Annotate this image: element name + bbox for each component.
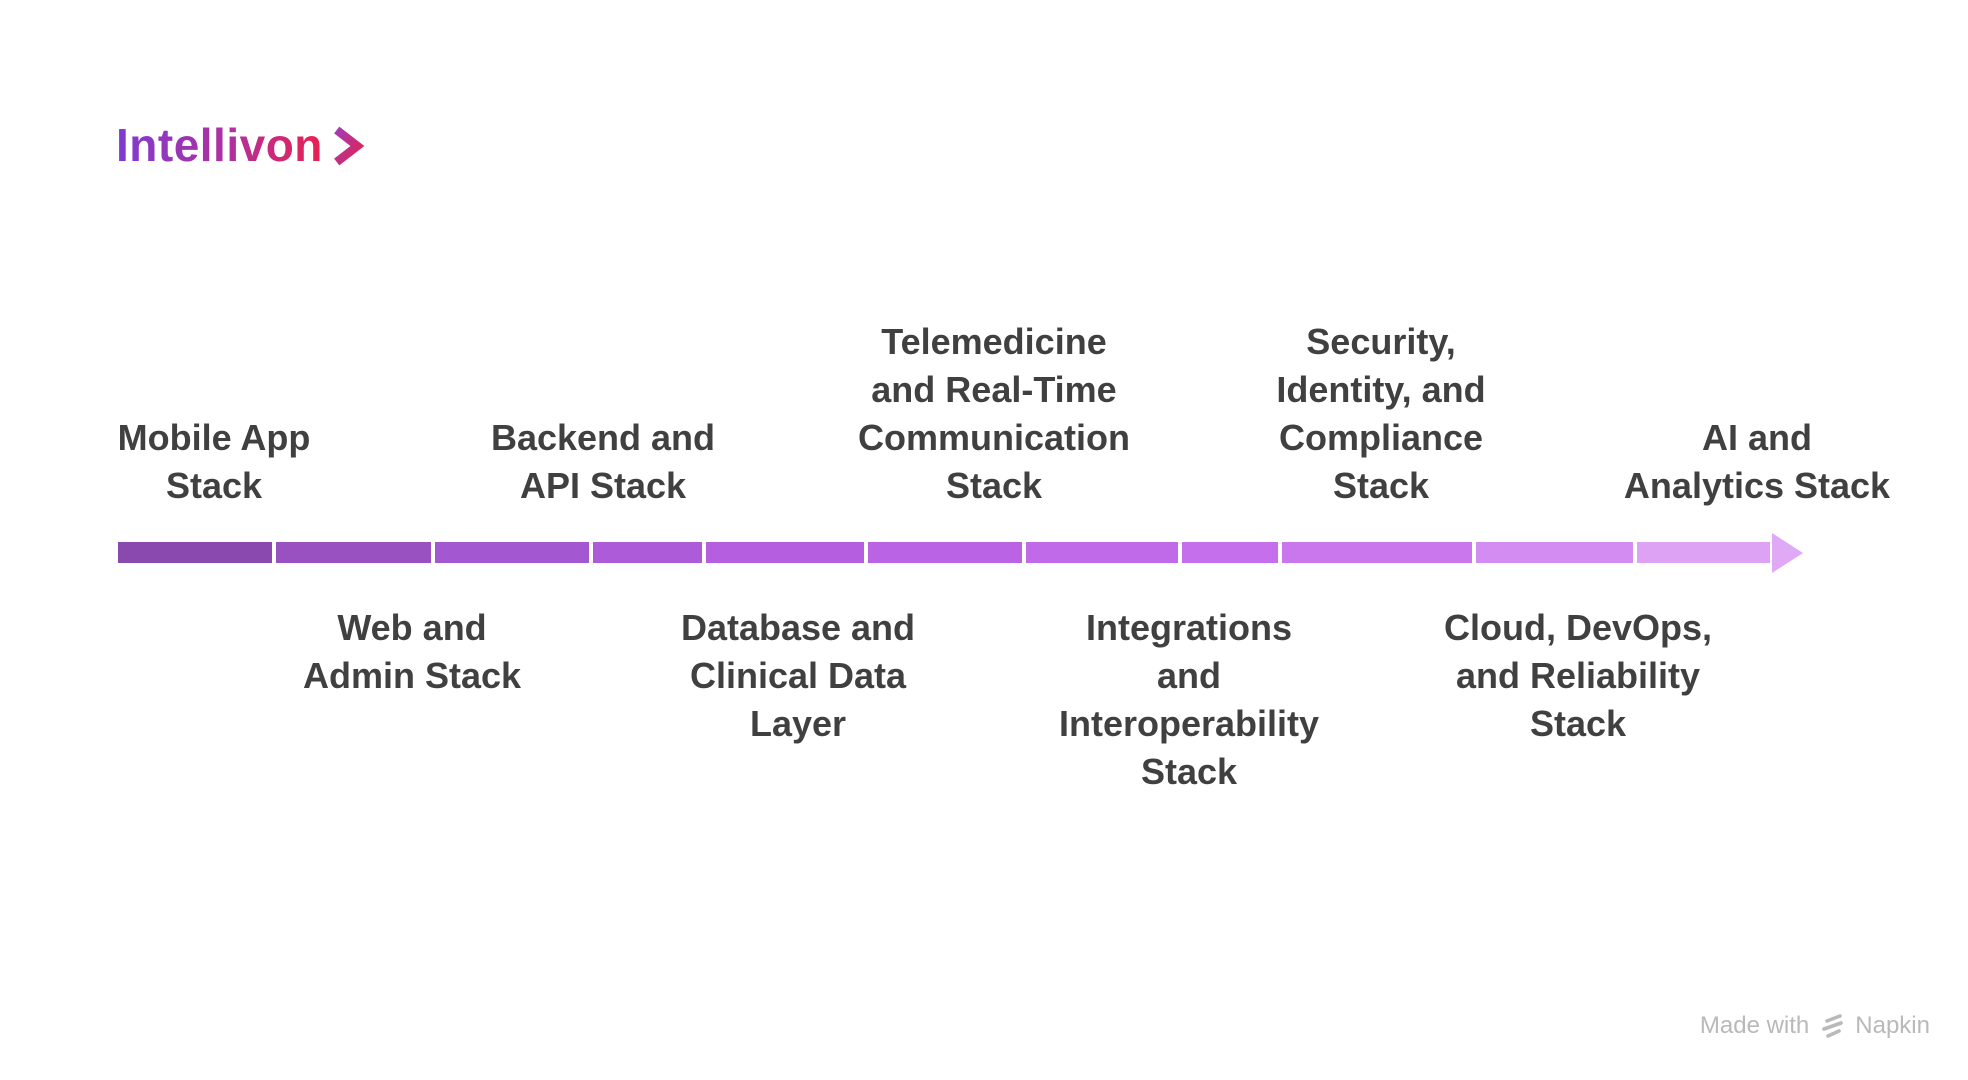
stack-label-line: Telemedicine — [881, 321, 1107, 362]
stack-label-line: Stack — [1332, 465, 1430, 506]
chevron-right-icon — [334, 126, 364, 166]
logo-text: Intellivon — [116, 119, 323, 171]
stack-label-line: Stack — [945, 465, 1043, 506]
timeline-segments — [118, 542, 1770, 563]
stack-label-line: Mobile App — [117, 417, 311, 458]
stack-label-line: Admin Stack — [302, 655, 522, 696]
timeline-segment — [593, 542, 702, 563]
stack-label-line: Compliance — [1278, 417, 1484, 458]
stack-label-line: Database and — [680, 607, 916, 648]
stack-label-line: and — [1156, 655, 1221, 696]
stack-label-line: Analytics Stack — [1623, 465, 1891, 506]
stack-label-line: Web and — [337, 607, 487, 648]
timeline-segment — [1282, 542, 1472, 563]
napkin-logo-icon — [1822, 1014, 1844, 1038]
stack-label-line: Stack — [1140, 751, 1238, 792]
timeline-segment — [1476, 542, 1633, 563]
timeline-arrow — [118, 532, 1803, 573]
watermark: Made with Napkin — [1700, 1012, 1930, 1040]
stack-label-line: API Stack — [519, 465, 687, 506]
stack-label-line: Communication — [857, 417, 1131, 458]
timeline-segment — [1026, 542, 1178, 563]
stack-label-line: Backend and — [490, 417, 716, 458]
timeline-segment — [706, 542, 864, 563]
stack-label-line: and Real-Time — [871, 369, 1117, 410]
logo: Intellivon — [116, 118, 364, 172]
watermark-prefix: Made with — [1699, 1012, 1810, 1039]
stack-label-line: Interoperability — [1058, 703, 1320, 744]
stack-label-line: Stack — [165, 465, 263, 506]
stack-label-line: and Reliability — [1455, 655, 1701, 696]
timeline-segment — [118, 542, 272, 563]
timeline-segment — [276, 542, 431, 563]
stack-label-line: Cloud, DevOps, — [1443, 607, 1713, 648]
stack-label-line: AI and — [1701, 417, 1813, 458]
timeline-segment — [1637, 542, 1770, 563]
stack-label-line: Clinical Data — [689, 655, 907, 696]
stack-label-line: Integrations — [1085, 607, 1292, 648]
stack-label-line: Identity, and — [1276, 369, 1486, 410]
watermark-brand: Napkin — [1855, 1012, 1930, 1039]
timeline-segment — [435, 542, 589, 563]
stack-label-line: Stack — [1529, 703, 1627, 744]
timeline-segment — [868, 542, 1022, 563]
timeline-segment — [1182, 542, 1278, 563]
stack-label-line: Security, — [1306, 321, 1456, 362]
stack-label-line: Layer — [749, 703, 847, 744]
arrowhead-icon — [1772, 532, 1803, 573]
